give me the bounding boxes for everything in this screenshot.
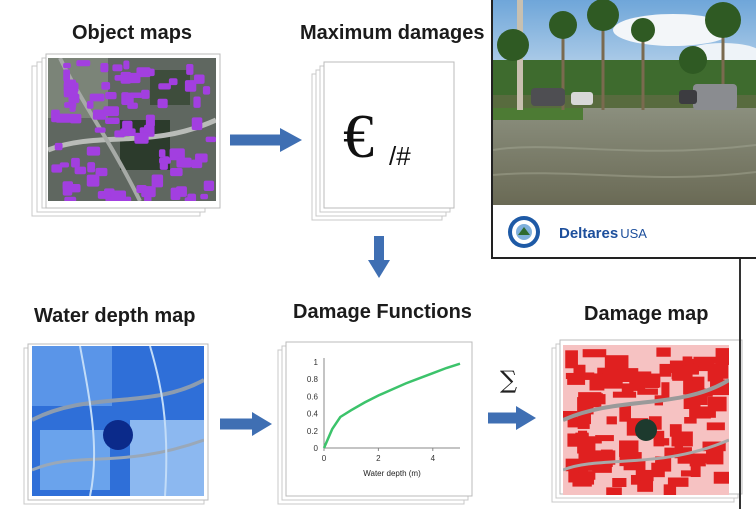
- x-tick-label: 2: [376, 454, 381, 463]
- euro-symbol: €: [343, 103, 374, 171]
- object-maps-label: Object maps: [72, 22, 192, 44]
- y-tick-label: 0: [314, 444, 319, 453]
- y-tick-label: 0.2: [307, 427, 319, 436]
- brand-name: Deltares: [559, 225, 619, 242]
- y-tick-label: 0.8: [307, 375, 319, 384]
- damage-curve-line: [322, 362, 461, 449]
- maximum-damages-stack: [311, 61, 455, 221]
- damage-map-label: Damage map: [584, 303, 709, 325]
- seal-logo: [508, 216, 540, 248]
- y-tick-label: 0.4: [307, 410, 319, 419]
- maximum-damages-label: Maximum damages: [300, 22, 485, 44]
- x-axis-title: Water depth (m): [363, 469, 421, 478]
- y-tick-label: 0.6: [307, 392, 319, 401]
- flooded-street-photo: [493, 0, 756, 205]
- water-depth-map-image: [32, 346, 204, 496]
- brand-suffix: USA: [620, 226, 647, 241]
- damage-functions-label: Damage Functions: [293, 301, 472, 323]
- water-depth-map-label: Water depth map: [34, 305, 196, 327]
- per-object-symbol: /#: [389, 141, 411, 171]
- sum-symbol: ∑: [500, 366, 517, 394]
- x-tick-label: 0: [322, 454, 327, 463]
- y-tick-label: 1: [314, 358, 319, 367]
- x-tick-label: 4: [431, 454, 436, 463]
- object-map-image: [48, 58, 216, 201]
- damage-map-image: [563, 345, 729, 495]
- damage-functions-stack: [277, 341, 473, 505]
